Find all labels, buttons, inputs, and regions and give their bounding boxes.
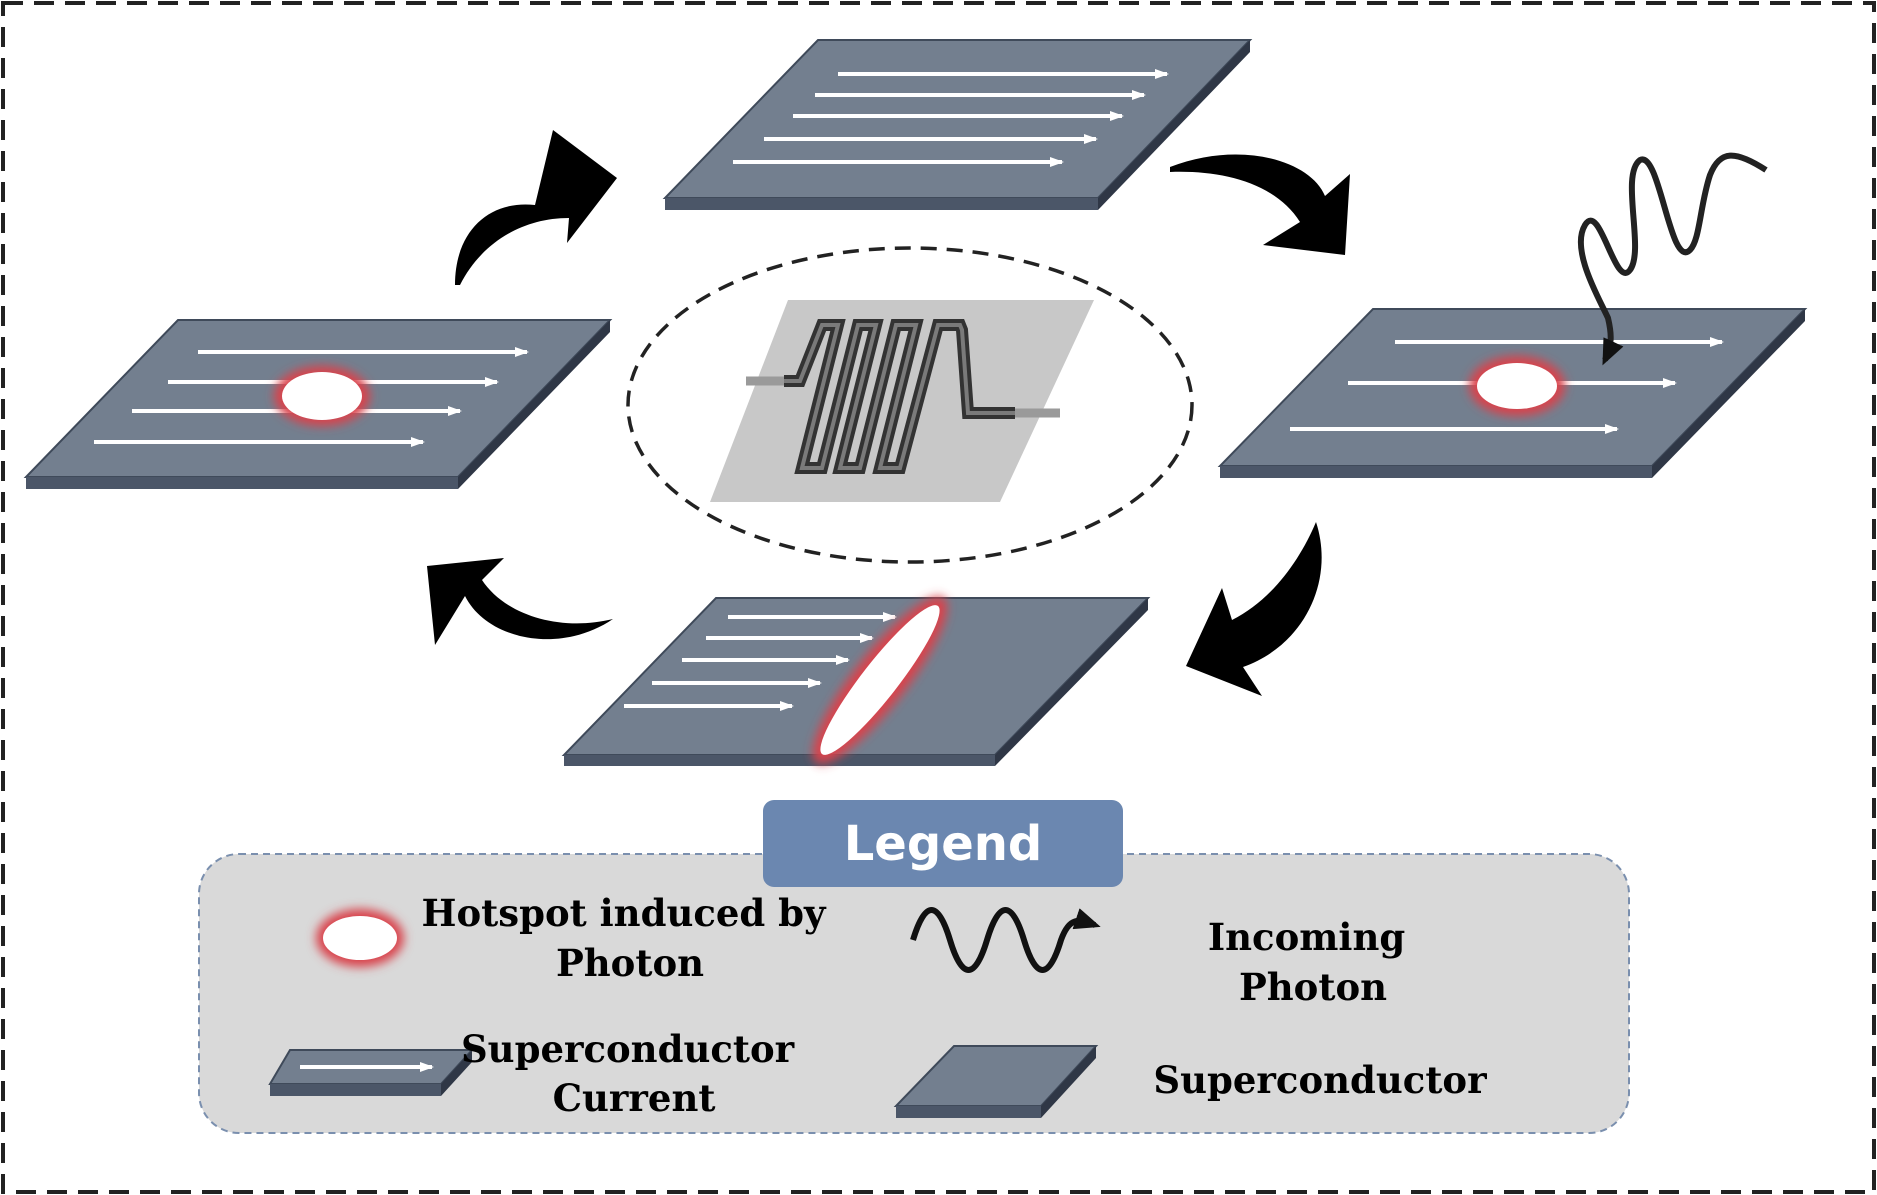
cycle-arrow-right-to-bottom: [1186, 522, 1322, 696]
legend-current-swatch: [268, 1049, 475, 1096]
hotspot: [1477, 363, 1557, 409]
legend-current-line2: Current: [553, 1076, 716, 1120]
legend-photon-line2: Photon: [1239, 965, 1387, 1009]
legend-hotspot-label: Hotspot induced by Photon: [422, 891, 839, 985]
legend: Legend Hotspot induced by Photon Incomin…: [198, 800, 1630, 1134]
hotspot: [282, 372, 362, 420]
cycle-arrow-bottom-to-left: [427, 558, 613, 645]
legend-hotspot-line1: Hotspot induced by: [422, 891, 828, 935]
incoming-photon: [1577, 152, 1768, 366]
plate-right: [1217, 152, 1808, 478]
inset-ellipse: [626, 246, 1194, 564]
legend-photon-label: Incoming Photon: [1208, 915, 1418, 1009]
hotspot-barrier: [820, 605, 940, 755]
legend-superconductor-swatch: [893, 1045, 1099, 1118]
legend-superconductor-label: Superconductor: [1153, 1058, 1487, 1102]
cycle-arrow-left-to-top: [455, 130, 617, 285]
legend-current-line1: Superconductor: [461, 1027, 795, 1071]
legend-header: [763, 800, 1123, 887]
nanowire-inset: [626, 246, 1194, 564]
plate-bottom: [561, 596, 1151, 766]
legend-hotspot-line2: Photon: [556, 941, 704, 985]
cycle-arrows: [427, 130, 1350, 696]
meander-wire-highlight: [784, 323, 1015, 470]
legend-hotspot-swatch: [323, 916, 397, 960]
legend-current-label: Superconductor Current: [461, 1027, 807, 1120]
legend-photon-icon: [910, 907, 1101, 973]
plate-left: [23, 319, 613, 489]
legend-photon-line1: Incoming: [1208, 915, 1405, 959]
cycle-arrow-top-to-right: [1170, 154, 1350, 255]
legend-title: Legend: [844, 816, 1043, 872]
plate-top: [662, 39, 1253, 210]
